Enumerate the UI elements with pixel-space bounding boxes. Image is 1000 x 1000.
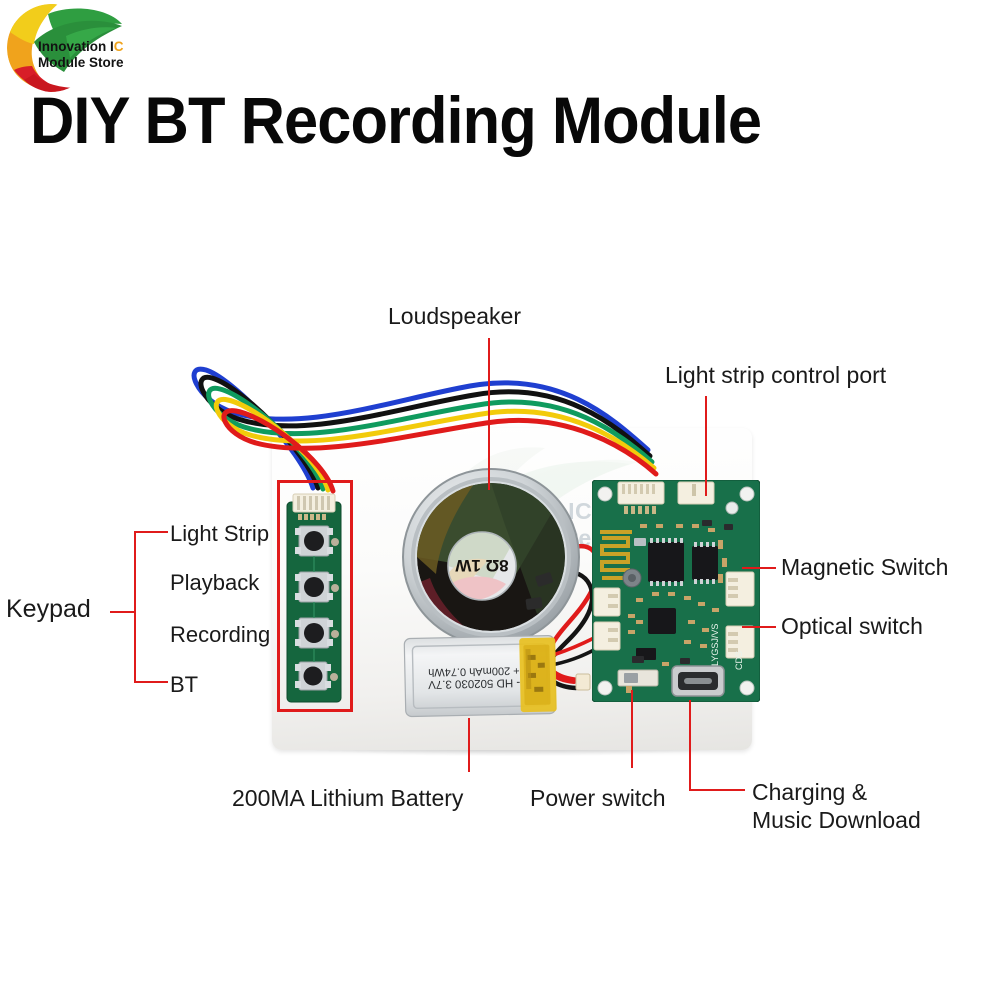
- leader-keypad-stem: [110, 611, 136, 613]
- keypad-bracket-top-arm: [134, 531, 168, 533]
- keypad-highlight-box: [277, 480, 353, 712]
- keypad-bracket-bottom-arm: [134, 681, 168, 683]
- charging-line2: Music Download: [752, 807, 921, 834]
- brand-line1: Innovation IC: [38, 39, 124, 54]
- leader-power-switch: [631, 690, 633, 768]
- leader-optical-switch: [742, 626, 776, 628]
- battery-marking-2: + 200mAh 0.74Wh: [428, 664, 520, 678]
- loudspeaker-component: 8Ω 1W: [402, 468, 580, 646]
- leader-magnetic-switch: [742, 567, 776, 569]
- brand-logo-icon: Innovation IC Module Store: [7, 4, 124, 92]
- keypad-bracket-spine: [134, 531, 136, 683]
- main-control-board: LYGSJ/VS CDS: [592, 480, 760, 702]
- speaker-marking: 8Ω 1W: [454, 556, 508, 575]
- charging-line1: Charging &: [752, 779, 868, 805]
- callout-battery: 200MA Lithium Battery: [232, 785, 464, 811]
- leader-battery: [468, 718, 470, 772]
- callout-charging-music-download: Charging & Music Download: [752, 778, 952, 834]
- pcb-silkscreen-cds: CDS: [734, 651, 744, 670]
- keypad-board: [286, 493, 342, 703]
- brand-line2: Module Store: [38, 55, 124, 70]
- page-title: DIY BT Recording Module: [30, 83, 762, 157]
- lithium-battery: + 200mAh 0.74Wh - HD 502030 3.7V: [403, 635, 557, 718]
- callout-keypad-light-strip: Light Strip: [170, 521, 270, 546]
- pcb-silkscreen-right: LYGSJ/VS: [710, 624, 720, 666]
- callout-light-strip-control-port: Light strip control port: [665, 362, 887, 388]
- callout-keypad-recording: Recording: [170, 622, 271, 647]
- leader-light-strip-control-port: [705, 396, 707, 496]
- battery-marking-1: - HD 502030 3.7V: [428, 676, 521, 690]
- callout-keypad: Keypad: [6, 595, 91, 623]
- callout-keypad-playback: Playback: [170, 570, 260, 595]
- callout-loudspeaker: Loudspeaker: [388, 303, 521, 329]
- leader-loudspeaker: [488, 338, 490, 490]
- callout-power-switch: Power switch: [530, 785, 666, 811]
- callout-optical-switch: Optical switch: [781, 613, 923, 639]
- leader-charging-horizontal: [689, 789, 745, 791]
- callout-magnetic-switch: Magnetic Switch: [781, 554, 949, 580]
- callout-keypad-bt: BT: [170, 672, 199, 697]
- leader-charging-vertical: [689, 700, 691, 790]
